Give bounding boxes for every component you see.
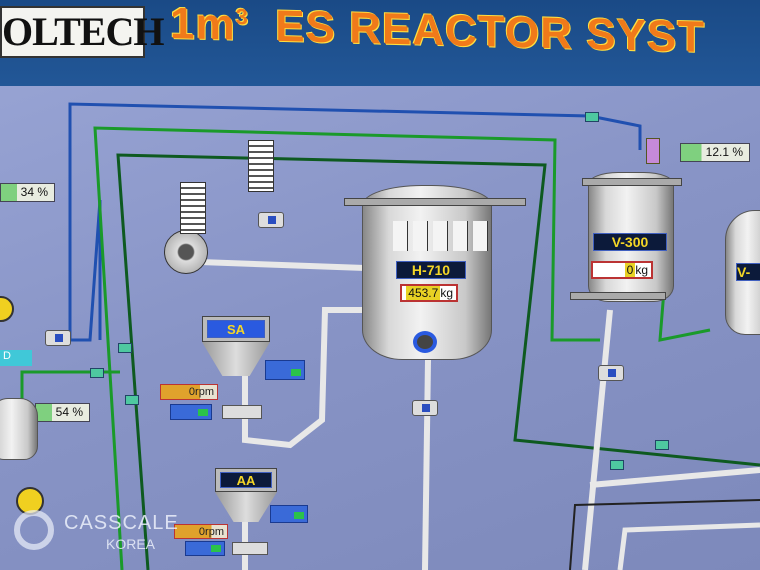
discharge-valve-icon[interactable] [412, 400, 438, 416]
white-pipe-h710 [422, 359, 431, 570]
white-pipe-sa [242, 307, 365, 449]
hopper-aa[interactable]: AA [215, 468, 277, 522]
hopper-sa[interactable]: SA [202, 316, 270, 376]
screw-conveyor-icon [222, 405, 262, 419]
blue-pipe-2 [70, 199, 102, 342]
pipe-bottom-right [569, 499, 760, 570]
reactor-tag: H-710 [396, 261, 466, 279]
control-valve-icon[interactable] [45, 330, 71, 346]
company-logo: OLTECH [0, 6, 164, 58]
vessel-flange-bottom [570, 292, 666, 300]
manhole-icon [413, 331, 437, 353]
white-pipe-blower [199, 259, 366, 271]
header-bar: OLTECH 1m3 ES REACTOR SYST [0, 0, 760, 86]
level-indicator-left-top: 34 % [0, 183, 55, 202]
hand-valve-icon[interactable] [90, 368, 104, 378]
control-valve-icon[interactable] [258, 212, 284, 228]
vessel-partial-tag: V- [736, 263, 760, 281]
hand-valve-icon[interactable] [610, 460, 624, 470]
feeder-motor-icon[interactable] [270, 505, 308, 523]
hopper-sa-tag: SA [207, 320, 265, 338]
green-pipe-outer [93, 126, 600, 570]
level-indicator-left-mid: 54 % [35, 403, 90, 422]
left-tag: D [0, 350, 32, 366]
watermark-logo-icon [14, 510, 54, 550]
hand-valve-icon[interactable] [118, 343, 132, 353]
sight-windows [393, 221, 493, 251]
discharge-valve-icon[interactable] [598, 365, 624, 381]
white-pipe-right [589, 467, 760, 488]
white-pipe-v300 [582, 309, 613, 570]
filter-icon [180, 182, 206, 234]
sensor-icon [646, 138, 660, 164]
sa-speed-display: 0rpm [160, 384, 218, 400]
small-tank[interactable] [0, 398, 38, 460]
level-indicator-right-top: 12.1 % [680, 143, 750, 162]
filter-icon-2 [248, 140, 274, 192]
screw-motor-icon[interactable] [170, 404, 212, 420]
hand-valve-icon[interactable] [125, 395, 139, 405]
reactor-flange [344, 198, 526, 206]
pipe-bottom-right-2 [617, 522, 760, 570]
aa-speed-display: 0rpm [174, 524, 228, 539]
vessel-tag: V-300 [593, 233, 667, 251]
vessel-partial[interactable]: V- [725, 210, 760, 335]
hopper-aa-tag: AA [220, 472, 272, 488]
screw-motor-icon[interactable] [185, 541, 225, 556]
blower-icon[interactable] [164, 230, 208, 274]
feeder-motor-icon[interactable] [265, 360, 305, 380]
hand-valve-icon[interactable] [655, 440, 669, 450]
hand-valve-icon[interactable] [585, 112, 599, 122]
vessel-flange-top [582, 178, 682, 186]
screw-conveyor-icon [232, 542, 268, 555]
